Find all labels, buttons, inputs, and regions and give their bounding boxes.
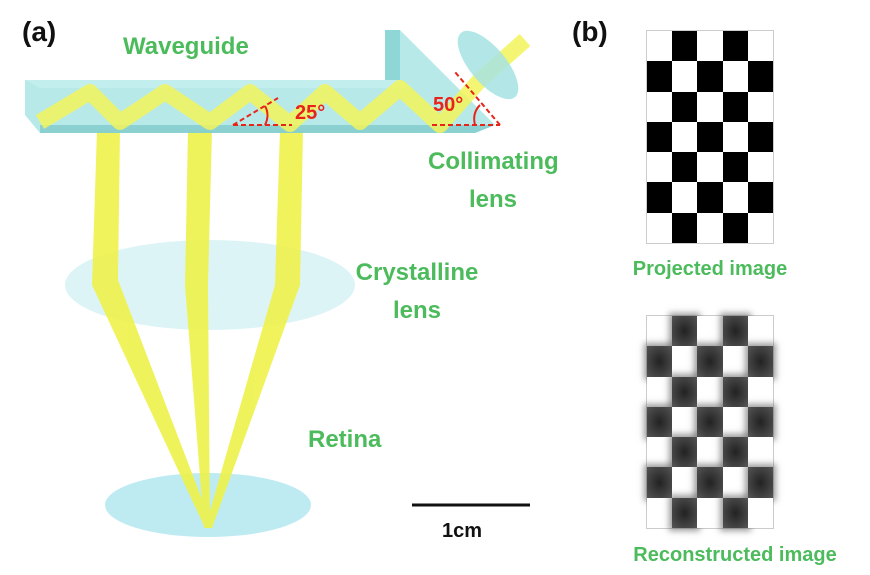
- projected-image-label: Projected image: [632, 258, 788, 280]
- checker-cell: [722, 61, 748, 92]
- output-beams: [92, 130, 303, 528]
- scale-bar-label: 1cm: [442, 520, 483, 542]
- checker-cell: [697, 31, 723, 62]
- panel-label-b: (b): [572, 16, 608, 47]
- checker-cell: [697, 316, 723, 347]
- checker-cell: [672, 376, 698, 407]
- checker-cell: [672, 61, 698, 92]
- checker-cell: [747, 437, 773, 468]
- checker-cell: [747, 91, 773, 122]
- checker-cell: [647, 406, 673, 438]
- checker-cell: [722, 91, 748, 122]
- retina-label: Retina: [308, 426, 382, 453]
- checker-cell: [697, 91, 723, 122]
- checker-cell: [697, 212, 723, 243]
- collimating-lens-label-line1: Collimating: [428, 148, 559, 175]
- checker-cell: [747, 406, 773, 438]
- checker-cell: [647, 346, 673, 377]
- checker-cell: [747, 31, 773, 62]
- checker-cell: [672, 182, 698, 213]
- checker-cell: [647, 316, 673, 347]
- checker-cell: [672, 346, 698, 377]
- checker-cell: [722, 376, 748, 407]
- angle-25-label: 25°: [295, 102, 326, 124]
- crystalline-lens-label: Crystalline lens: [352, 258, 482, 326]
- checker-cell: [747, 346, 773, 377]
- checker-cell: [747, 497, 773, 528]
- checker-cell: [647, 91, 673, 122]
- checker-cell: [697, 346, 723, 377]
- checker-cell: [647, 467, 673, 498]
- checker-cell: [672, 121, 698, 153]
- checker-cell: [672, 497, 698, 528]
- angle-50-label: 50°: [433, 94, 464, 116]
- panel-label-a: (a): [22, 16, 57, 47]
- checker-cell: [722, 316, 748, 347]
- checker-cell: [747, 467, 773, 498]
- checker-cell: [722, 152, 748, 183]
- checker-cell: [722, 437, 748, 468]
- checker-cell: [747, 121, 773, 153]
- checker-cell: [697, 376, 723, 407]
- projected-checkerboard: [646, 30, 774, 244]
- checker-cell: [647, 31, 673, 62]
- checker-cell: [672, 212, 698, 243]
- angle-markers: [232, 71, 501, 126]
- checker-cell: [697, 497, 723, 528]
- checker-cell: [722, 497, 748, 528]
- collimating-lens-shape: [457, 30, 519, 100]
- checker-cell: [672, 316, 698, 347]
- checker-cell: [672, 152, 698, 183]
- checker-cell: [672, 91, 698, 122]
- checker-cell: [647, 376, 673, 407]
- checker-cell: [747, 182, 773, 213]
- checker-cell: [697, 61, 723, 92]
- reconstructed-image-label: Reconstructed image: [633, 544, 837, 566]
- checker-cell: [697, 406, 723, 438]
- checker-cell: [672, 467, 698, 498]
- checker-cell: [747, 316, 773, 347]
- checker-cell: [647, 152, 673, 183]
- waveguide-label: Waveguide: [123, 33, 249, 60]
- checker-cell: [722, 212, 748, 243]
- checker-cell: [647, 212, 673, 243]
- checker-cell: [647, 182, 673, 213]
- checker-cell: [672, 31, 698, 62]
- checker-cell: [747, 61, 773, 92]
- checker-cell: [722, 31, 748, 62]
- checker-cell: [722, 346, 748, 377]
- checker-cell: [747, 152, 773, 183]
- checker-cell: [747, 376, 773, 407]
- checker-cell: [697, 437, 723, 468]
- checker-cell: [672, 437, 698, 468]
- checker-cell: [697, 182, 723, 213]
- checker-cell: [647, 497, 673, 528]
- checker-cell: [672, 406, 698, 438]
- checker-cell: [747, 212, 773, 243]
- checker-cell: [722, 467, 748, 498]
- checker-cell: [722, 121, 748, 153]
- checker-cell: [697, 467, 723, 498]
- crystalline-lens-label-line1: Crystalline: [355, 259, 479, 286]
- checker-cell: [647, 121, 673, 153]
- checker-cell: [722, 182, 748, 213]
- checker-cell: [697, 152, 723, 183]
- crystalline-lens-label-line2: lens: [392, 297, 442, 324]
- collimating-lens-label: Collimating lens: [428, 147, 559, 215]
- checker-cell: [722, 406, 748, 438]
- collimating-lens-label-line2: lens: [468, 186, 518, 213]
- checker-cell: [697, 121, 723, 153]
- reconstructed-checkerboard: [646, 315, 774, 529]
- checker-cell: [647, 61, 673, 92]
- checker-cell: [647, 437, 673, 468]
